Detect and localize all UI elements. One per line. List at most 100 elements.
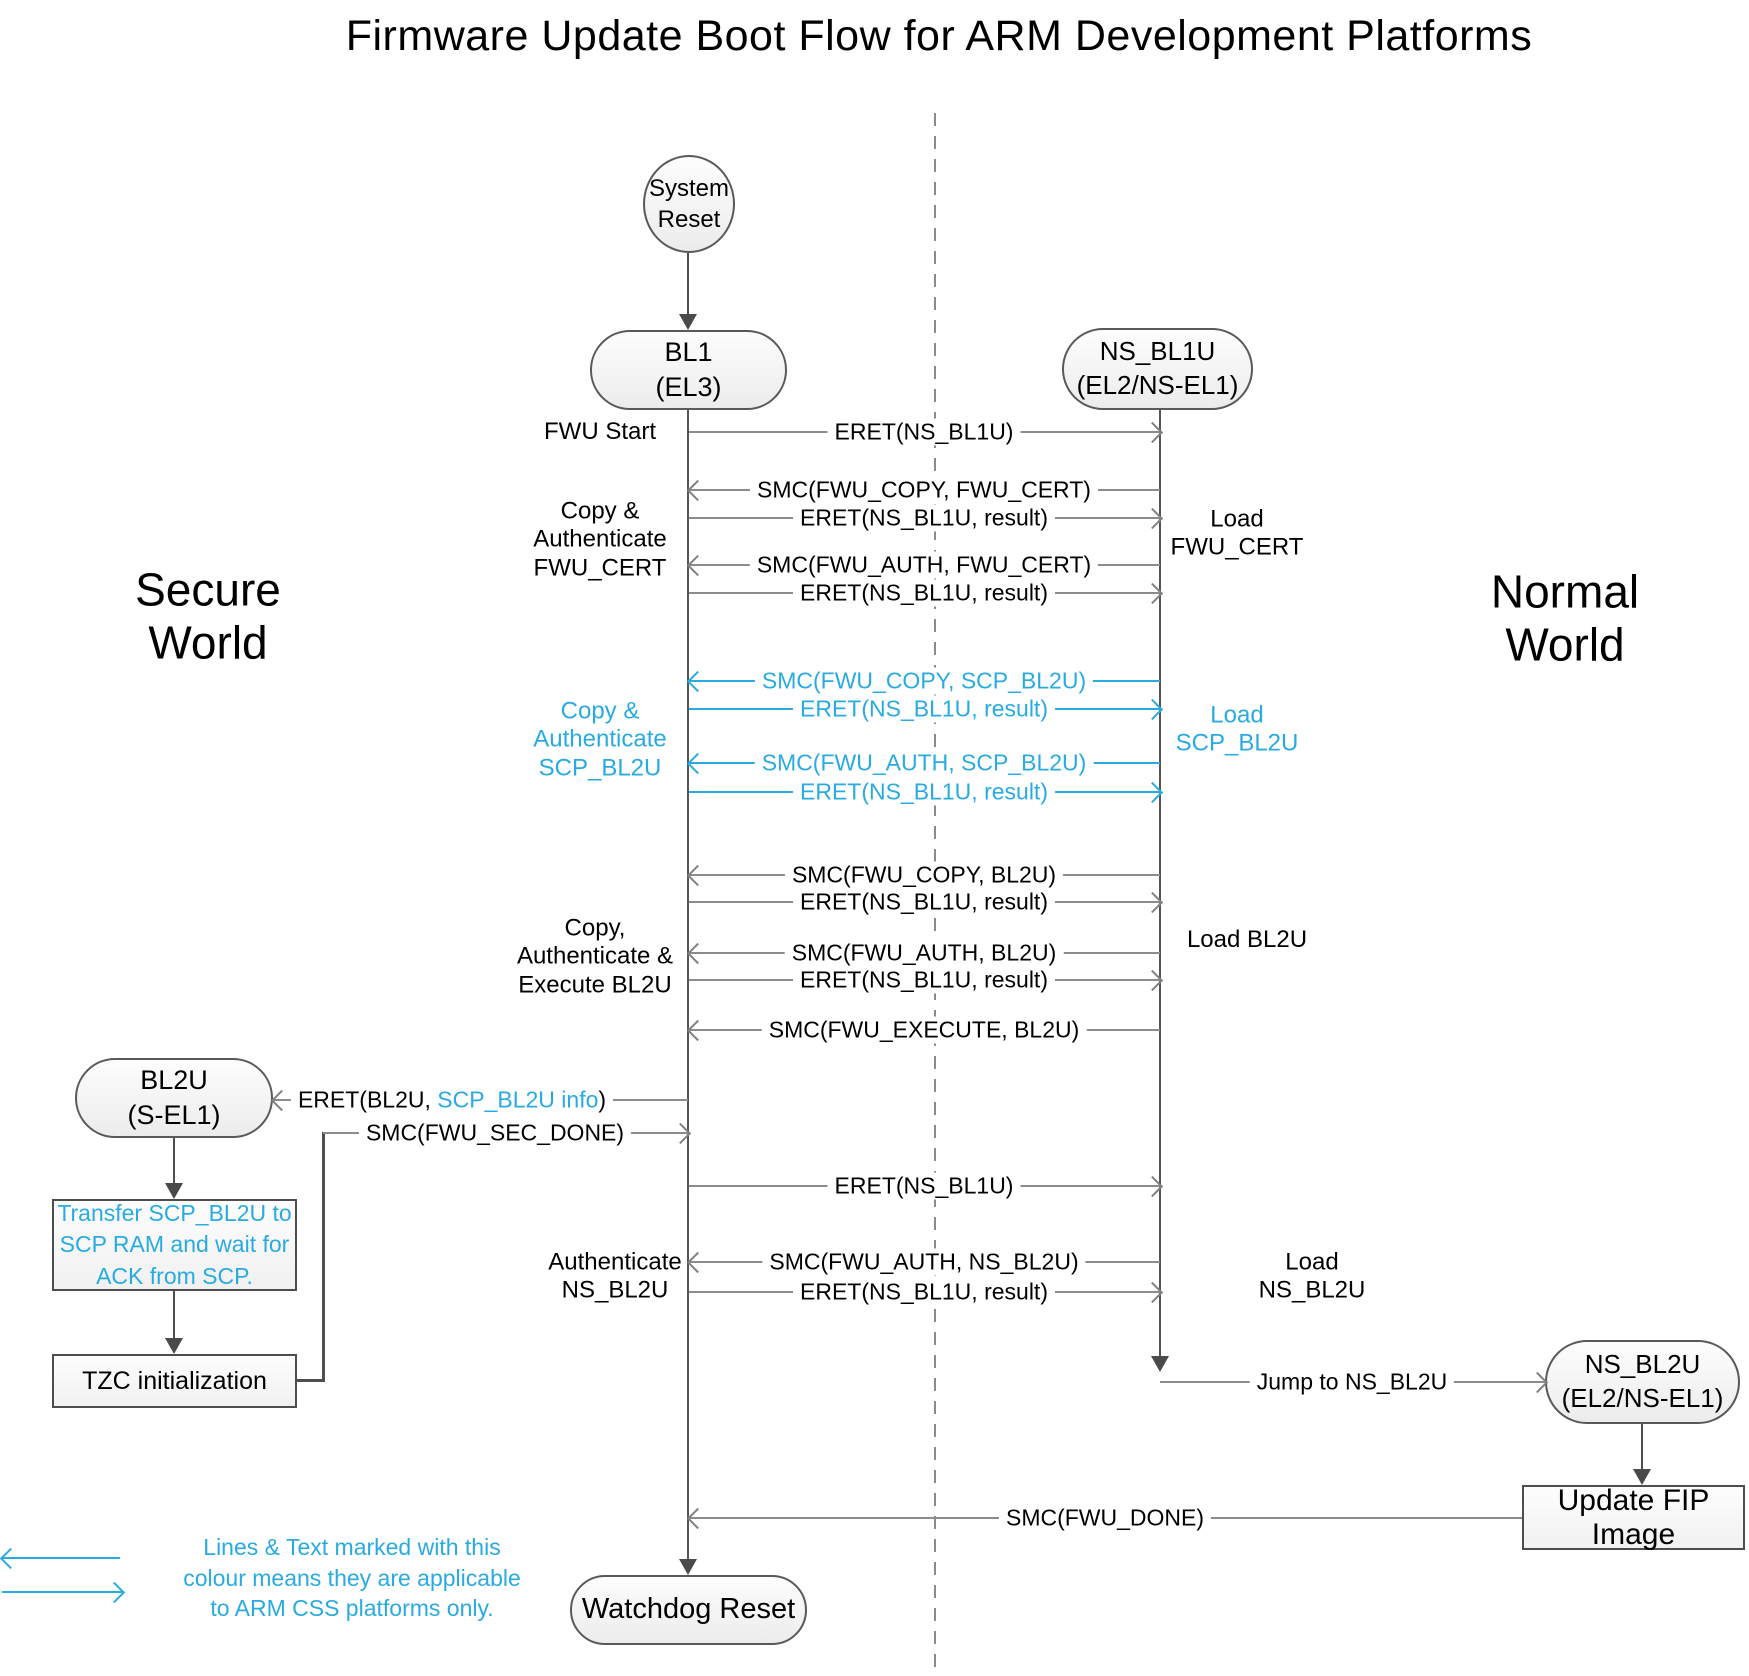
msg-label-m8: ERET(NS_BL1U, result) [793,778,1055,806]
ns-bl2u-line1: NS_BL2U [1584,1349,1701,1380]
copy-auth-fwu-cert-line1: Copy & [560,497,640,525]
node-bl1: BL1 (EL3) [590,330,787,410]
msg-label-m2: ERET(NS_BL1U, result) [793,504,1055,532]
msg-label-m1: SMC(FWU_COPY, FWU_CERT) [750,476,1098,504]
msg-label-m0: ERET(NS_BL1U) [827,418,1021,446]
watchdog-reset-label: Watchdog Reset [581,1593,796,1626]
msg-label-jump: Jump to NS_BL2U [1249,1368,1455,1396]
copy-auth-exec-line1: Copy, [564,914,626,942]
transfer-to-tzc-arrowhead-icon [165,1338,183,1354]
msg-label-m20: SMC(FWU_DONE) [998,1504,1212,1532]
ns-bl2u-to-update-fip-arrowhead-icon [1633,1469,1651,1485]
arrowhead-left-icon [686,670,709,693]
transfer-line1: Transfer SCP_BL2U to [57,1200,292,1227]
transfer-line3: ACK from SCP. [96,1262,253,1289]
label-fwu-start: FWU Start [544,417,656,445]
system-reset-to-bl1-arrowhead-icon [679,314,697,330]
auth-ns-bl2u-line1: Authenticate [548,1248,682,1276]
msg-label-m7: SMC(FWU_AUTH, SCP_BL2U) [754,749,1094,777]
label-load-scp-bl2u: Load SCP_BL2U [1176,702,1299,759]
transfer-to-tzc-line [173,1291,175,1338]
arrowhead-left-icon [686,1251,709,1274]
eret-bl2u-part3: ) [598,1086,607,1113]
arrowhead-left-icon [686,1507,709,1530]
label-copy-auth-fwu-cert: Copy & Authenticate FWU_CERT [533,498,666,583]
load-fwu-cert-line1: Load [1210,505,1264,533]
legend-arrowhead-left-icon [0,1547,22,1570]
copy-auth-fwu-cert-line3: FWU_CERT [533,554,667,582]
msg-label-m13: SMC(FWU_EXECUTE, BL2U) [761,1016,1087,1044]
msg-label-m6: ERET(NS_BL1U, result) [793,695,1055,723]
tzc-elbow-vertical-line [322,1132,325,1382]
tzc-elbow-horizontal-line [297,1379,325,1382]
secure-world-label: Secure World [135,564,281,671]
node-bl2u: BL2U (S-EL1) [75,1058,273,1138]
arrowhead-left-icon [686,942,709,965]
legend-arrowhead-right-icon [103,1581,126,1604]
eret-bl2u-part2: SCP_BL2U info [437,1086,599,1113]
arrowhead-left-icon [686,752,709,775]
transfer-line2: SCP RAM and wait for [59,1231,290,1258]
normal-world-line2: World [1505,619,1625,671]
ns-bl1u-lifeline-arrowhead-icon [1151,1356,1169,1372]
ns-bl2u-to-update-fip-line [1641,1424,1643,1469]
update-fip-box: Update FIP Image [1522,1483,1745,1551]
copy-auth-exec-line3: Execute BL2U [518,971,672,999]
secure-world-line2: World [148,617,268,669]
normal-world-line1: Normal [1490,565,1640,618]
legend-line3: to ARM CSS platforms only. [210,1595,494,1622]
arrowhead-left-icon [270,1089,293,1112]
ns-bl1u-line1: NS_BL1U [1099,336,1216,367]
transfer-scp-box: Transfer SCP_BL2U to SCP RAM and wait fo… [52,1199,297,1291]
msg-label-m18: ERET(NS_BL1U, result) [793,1278,1055,1306]
arrowhead-left-icon [686,1019,709,1042]
node-system-reset: System Reset [643,155,735,253]
label-copy-auth-exec-bl2u: Copy, Authenticate & Execute BL2U [517,915,673,1000]
label-authenticate-ns-bl2u: Authenticate NS_BL2U [548,1249,681,1306]
arrowhead-left-icon [686,864,709,887]
system-reset-line2: Reset [657,206,721,233]
label-copy-auth-scp-bl2u: Copy & Authenticate SCP_BL2U [533,698,666,783]
msg-label-m12: ERET(NS_BL1U, result) [793,966,1055,994]
msg-label-m17: SMC(FWU_AUTH, NS_BL2U) [762,1248,1086,1276]
copy-auth-fwu-cert-line2: Authenticate [533,525,667,553]
eret-bl2u-part1: ERET(BL2U, [297,1086,438,1113]
legend-line1: Lines & Text marked with this [203,1534,501,1561]
legend-text: Lines & Text marked with this colour mea… [183,1532,521,1624]
bl2u-line1: BL2U [140,1064,208,1095]
copy-auth-exec-line2: Authenticate & [516,942,674,970]
tzc-init-box: TZC initialization [52,1354,297,1408]
msg-label-m5: SMC(FWU_COPY, SCP_BL2U) [754,667,1094,695]
bl1-lifeline [687,410,689,1559]
system-reset-to-bl1-line [687,253,689,314]
legend-line2: colour means they are applicable [183,1564,521,1591]
msg-label-m3: SMC(FWU_AUTH, FWU_CERT) [749,551,1099,579]
bl1-lifeline-arrowhead-icon [679,1559,697,1575]
ns-bl1u-line2: (EL2/NS-EL1) [1076,370,1239,400]
update-fip-label: Update FIP Image [1557,1483,1710,1551]
normal-world-label: Normal World [1491,566,1639,673]
load-ns-bl2u-line2: NS_BL2U [1258,1277,1366,1304]
secure-world-line1: Secure [135,563,281,616]
auth-ns-bl2u-line2: NS_BL2U [561,1277,669,1304]
bl1-line1: BL1 [664,336,713,367]
msg-label-m11: SMC(FWU_AUTH, BL2U) [784,939,1064,967]
label-load-bl2u: Load BL2U [1186,925,1308,953]
msg-label-m9: SMC(FWU_COPY, BL2U) [784,861,1064,889]
page-title: Firmware Update Boot Flow for ARM Develo… [345,12,1533,60]
legend-left-arrow-line [2,1557,120,1559]
arrowhead-left-icon [686,554,709,577]
msg-label-m10: ERET(NS_BL1U, result) [793,888,1055,916]
ns-bl2u-line2: (EL2/NS-EL1) [1561,1383,1724,1413]
copy-auth-scp-line2: Authenticate [533,725,667,753]
arrowhead-left-icon [686,479,709,502]
bl2u-line2: (S-EL1) [127,1100,221,1130]
load-fwu-cert-line2: FWU_CERT [1170,534,1304,561]
load-ns-bl2u-line1: Load [1285,1248,1339,1276]
bl2u-to-transfer-line [173,1138,175,1183]
copy-auth-scp-line1: Copy & [560,697,640,725]
copy-auth-scp-line3: SCP_BL2U [538,754,662,782]
msg-label-eret-bl2u: ERET(BL2U, SCP_BL2U info) [290,1086,614,1114]
node-ns-bl2u: NS_BL2U (EL2/NS-EL1) [1545,1340,1740,1424]
